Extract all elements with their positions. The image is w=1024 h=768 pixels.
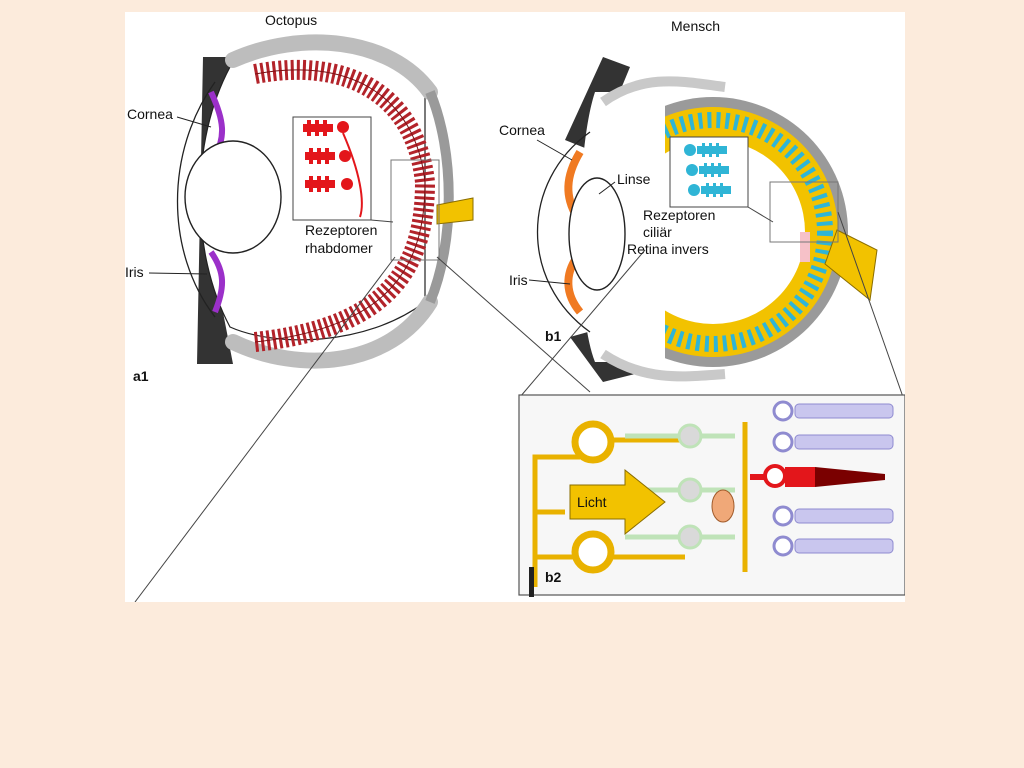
octopus-cornea-label: Cornea bbox=[127, 106, 173, 122]
zoom-line-right bbox=[436, 256, 591, 393]
zoom-line-b-right bbox=[837, 211, 904, 398]
human-vitreous bbox=[621, 140, 805, 324]
human-cornea-label: Cornea bbox=[499, 122, 545, 138]
human-optic-nerve bbox=[824, 229, 878, 301]
rezeptoren-label-a: Rezeptoren bbox=[305, 222, 377, 238]
rods bbox=[772, 400, 894, 557]
horizontal-cell bbox=[711, 489, 735, 523]
zoom-line-b-left bbox=[519, 249, 646, 398]
axon-stub bbox=[529, 567, 534, 597]
octopus-sclera-bottom bbox=[225, 294, 438, 369]
ganglion-cell-2 bbox=[571, 530, 615, 574]
licht-arrow bbox=[569, 468, 666, 536]
octopus-sclera-top bbox=[225, 34, 438, 100]
blind-spot bbox=[800, 232, 810, 262]
human-title: Mensch bbox=[671, 18, 720, 34]
human-eye: Mensch Cornea Linse Rezeptoren ciliär Re… bbox=[499, 18, 904, 398]
human-sclera-front-bottom bbox=[600, 349, 726, 382]
rhabdomer-axon bbox=[342, 132, 363, 218]
human-lens bbox=[568, 177, 626, 291]
cone bbox=[750, 464, 885, 488]
human-sclera-front-top bbox=[600, 76, 726, 107]
human-iris-label: Iris bbox=[509, 272, 528, 288]
zoom-line-left bbox=[134, 256, 396, 602]
octopus-title: Octopus bbox=[265, 12, 317, 28]
eye-comparison-figure: Octopus Cornea Iris Rezeptoren rhabdomer… bbox=[125, 12, 905, 602]
rhabdomer-label: rhabdomer bbox=[305, 240, 373, 256]
octopus-optic-nerve bbox=[436, 197, 474, 225]
octopus-receptor-edge bbox=[254, 69, 426, 343]
linse-label: Linse bbox=[617, 171, 651, 187]
octopus-lens bbox=[184, 140, 282, 254]
panel-b2-label: b2 bbox=[545, 569, 562, 585]
bipolar-cells bbox=[625, 423, 735, 550]
retina-detail-panel: Licht b2 bbox=[518, 394, 905, 597]
panel-a1-label: a1 bbox=[133, 368, 149, 384]
licht-label: Licht bbox=[577, 494, 607, 510]
octopus-sclera-back bbox=[425, 90, 454, 304]
ganglion-cell-1 bbox=[571, 420, 615, 464]
rezeptoren-label-b: Rezeptoren bbox=[643, 207, 715, 223]
octopus-detail-box bbox=[390, 159, 440, 261]
octopus-iris-purple bbox=[208, 250, 226, 314]
retina-invers-label: Retina invers bbox=[627, 241, 709, 257]
octopus-cornea bbox=[176, 81, 216, 318]
octopus-receptor-inset bbox=[292, 116, 372, 221]
rhabdomer-glyphs bbox=[303, 120, 353, 192]
human-cornea bbox=[537, 131, 591, 333]
panel-b1-label: b1 bbox=[545, 328, 562, 344]
ciliar-label: ciliär bbox=[643, 224, 672, 240]
octopus-iris-label: Iris bbox=[125, 264, 144, 280]
ciliary-glyphs bbox=[684, 143, 731, 197]
octopus-eye: Octopus Cornea Iris Rezeptoren rhabdomer… bbox=[125, 12, 591, 602]
